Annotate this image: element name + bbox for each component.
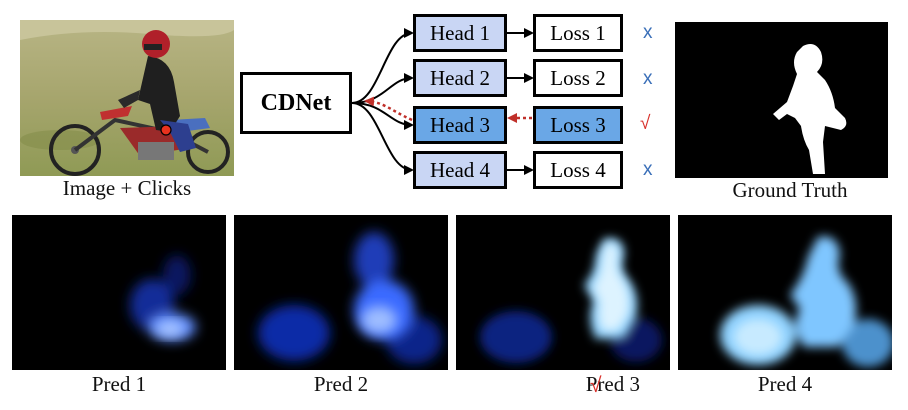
- cross-mark-1: x: [643, 22, 653, 43]
- ground-truth-caption: Ground Truth: [732, 178, 848, 202]
- pred-3-image: [456, 215, 670, 370]
- head-2-box: Head 2: [413, 59, 507, 97]
- head-3-box: Head 3: [413, 106, 507, 144]
- pred-4-image: [678, 215, 892, 370]
- arrow-to-head-4: [351, 102, 414, 175]
- pred-1-image: [12, 215, 226, 370]
- pred-2-caption: Pred 2: [313, 372, 369, 396]
- ground-truth-mask: [675, 22, 888, 178]
- arrow-to-head-2: [351, 73, 414, 104]
- pred-3-caption: Pred 3: [585, 372, 640, 396]
- click-point: [160, 124, 172, 136]
- cross-mark-2: x: [643, 68, 653, 89]
- loss-4-box: Loss 4: [533, 151, 623, 189]
- cdnet-box: CDNet: [240, 72, 352, 134]
- cross-mark-4: x: [643, 159, 653, 180]
- loss-3-box: Loss 3: [533, 106, 623, 144]
- input-image: [20, 20, 234, 176]
- head-1-box: Head 1: [413, 14, 507, 52]
- pred-1-caption: Pred 1: [91, 372, 147, 396]
- loss-2-box: Loss 2: [533, 59, 623, 97]
- check-mark-3: √: [640, 113, 651, 134]
- loss-1-box: Loss 1: [533, 14, 623, 52]
- pred-3-check-mark: √: [590, 374, 602, 397]
- pred-4-caption: Pred 4: [757, 372, 813, 396]
- connector-arrows: [351, 28, 534, 175]
- arrow-to-head-1: [351, 28, 414, 104]
- arrow-to-head-3: [351, 102, 414, 130]
- pred-2-image: [234, 215, 448, 370]
- head-4-box: Head 4: [413, 151, 507, 189]
- input-caption: Image + Clicks: [62, 176, 192, 200]
